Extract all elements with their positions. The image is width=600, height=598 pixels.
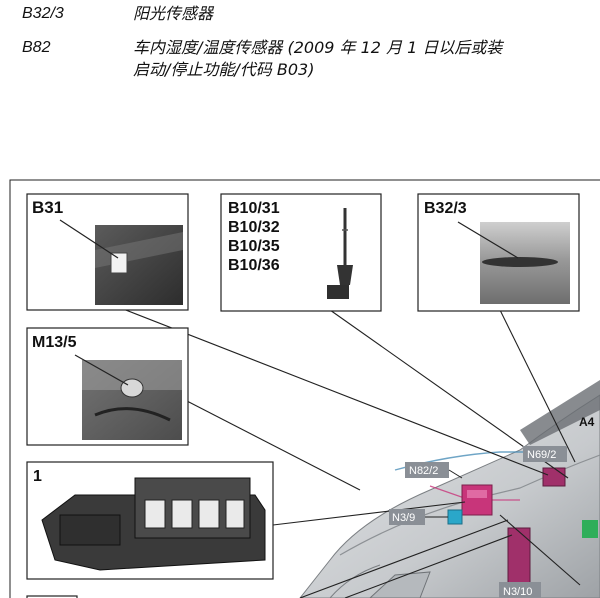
tag-n69-2: N69/2: [523, 446, 567, 462]
callout-b32-3: B32/3: [417, 193, 580, 312]
callout-b31: B31: [26, 193, 189, 311]
callout-b10-label-3: B10/35: [228, 238, 280, 255]
callout-partial-bottom: [26, 595, 78, 598]
tag-n3-10-text: N3/10: [503, 586, 532, 598]
module-n3-10: [507, 527, 531, 591]
callout-b31-label: B31: [32, 198, 63, 217]
callout-1: 1: [26, 461, 274, 580]
legend-text: 车内湿度/温度传感器 (2009 年 12 月 1 日以后或装: [133, 38, 503, 57]
legend-text: 阳光传感器: [133, 4, 214, 23]
tag-a4-text: A4: [579, 415, 595, 429]
legend-code: B82: [22, 39, 51, 56]
callout-b10: B10/31 B10/32 B10/35 B10/36: [220, 193, 382, 312]
callout-b10-label-2: B10/32: [228, 219, 280, 236]
callout-b10-label-1: B10/31: [228, 200, 280, 217]
callout-m13-5-label: M13/5: [32, 334, 77, 351]
connector-n3-9: [447, 509, 463, 525]
tag-n69-2-text: N69/2: [527, 449, 556, 461]
callout-b10-label-4: B10/36: [228, 257, 280, 274]
tag-n82-2: N82/2: [405, 462, 463, 479]
tag-n82-2-text: N82/2: [409, 465, 438, 477]
module-n69-2: [542, 467, 566, 487]
tag-n3-10: N3/10: [499, 582, 541, 598]
callout-m13-5: M13/5: [26, 327, 189, 446]
callout-b32-3-label: B32/3: [424, 200, 467, 217]
legend-text-line2: 启动/停止功能/代码 B03): [133, 60, 315, 79]
legend-code: B32/3: [22, 5, 64, 22]
callout-1-label: 1: [33, 468, 42, 485]
tag-n3-9: N3/9: [389, 509, 448, 525]
tag-a4: A4: [579, 415, 595, 429]
tag-n3-9-text: N3/9: [392, 512, 415, 524]
module-n82-2: [461, 484, 493, 516]
